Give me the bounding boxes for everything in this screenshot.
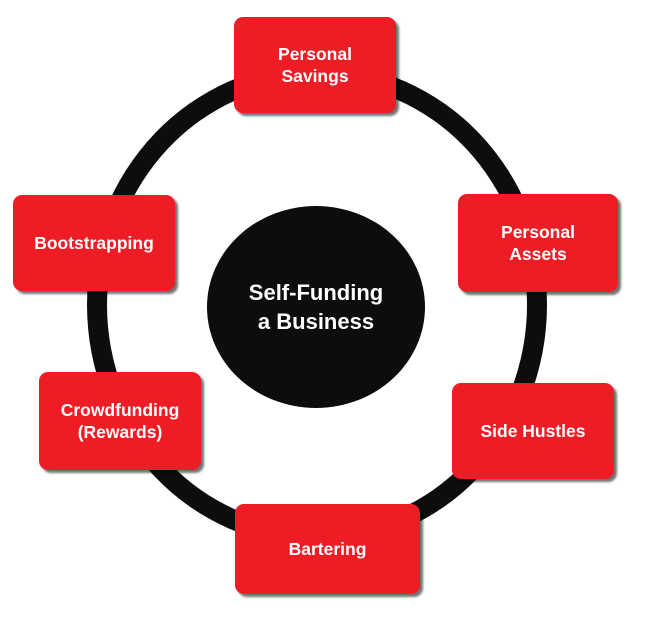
center-circle: Self-Funding a Business — [207, 206, 425, 408]
node-label: Bartering — [288, 539, 367, 559]
node-bartering: Bartering — [235, 504, 420, 594]
node-label: Personal Assets — [501, 222, 575, 264]
node-label: Personal Savings — [278, 44, 352, 86]
node-label: Bootstrapping — [34, 233, 154, 253]
node-personal-savings: Personal Savings — [234, 17, 396, 113]
node-bootstrapping: Bootstrapping — [13, 195, 175, 291]
node-label: Crowdfunding (Rewards) — [60, 400, 180, 442]
node-label: Side Hustles — [480, 421, 586, 441]
node-side-hustles: Side Hustles — [452, 383, 614, 479]
node-personal-assets: Personal Assets — [458, 194, 618, 292]
node-crowdfunding-rewards: Crowdfunding (Rewards) — [39, 372, 201, 470]
center-title: Self-Funding a Business — [248, 280, 384, 334]
